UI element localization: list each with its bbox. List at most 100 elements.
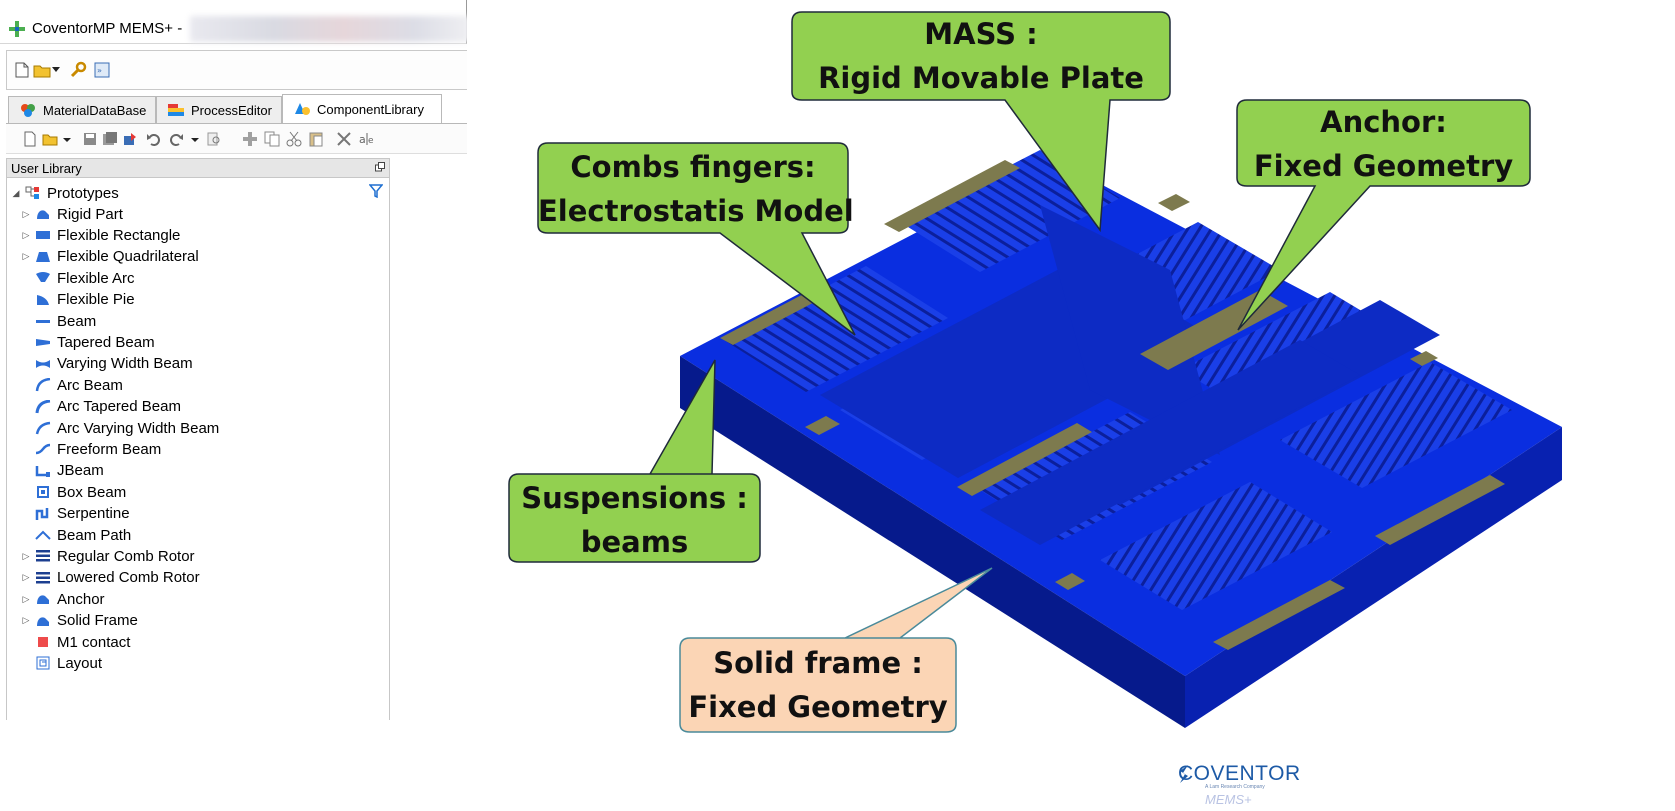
flexible-rectangle-icon [35,228,51,242]
tree-item-label: Arc Varying Width Beam [57,419,220,437]
tree-item[interactable]: Box Beam [21,481,126,503]
tree-item[interactable]: Flexible Pie [21,289,135,311]
beam-icon [35,314,51,328]
tree-item[interactable]: Flexible Arc [21,267,135,289]
mems-diagram: MASS : Rigid Movable Plate Anchor: Fixed… [480,0,1675,811]
open-icon[interactable] [42,131,58,147]
varying-width-beam-icon [35,357,51,371]
tree-item-label: Lowered Comb Rotor [57,569,200,587]
flexible-arc-icon [35,271,51,285]
console-icon[interactable]: » [93,61,111,79]
box-beam-icon [35,485,51,499]
tab-material-database[interactable]: MaterialDataBase [8,96,156,123]
flexible-quadrilateral-icon [35,250,51,264]
tree-item[interactable]: Arc Tapered Beam [21,396,181,418]
brand-name: COVENTOR [1178,762,1301,785]
tree-item-label: Tapered Beam [57,333,155,351]
material-database-icon [21,104,35,117]
tree-item[interactable]: ▷ Solid Frame [21,610,138,632]
expand-arrow-icon[interactable]: ▷ [22,208,30,219]
tree-item-label: Solid Frame [57,612,138,630]
callout-anchor [1236,99,1531,331]
tab-process-editor[interactable]: ProcessEditor [156,96,282,123]
expand-arrow-icon[interactable]: ▷ [22,593,30,604]
movable-mass [820,205,1440,545]
tree-item-label: Varying Width Beam [57,355,193,373]
tree-item[interactable]: ▷Regular Comb Rotor [21,545,195,567]
callout-combs-text: Combs fingers: Electrostatis Model [538,145,854,233]
tree-item[interactable]: Varying Width Beam [21,353,193,375]
copy-icon[interactable] [264,131,280,147]
tree-item-label: Flexible Quadrilateral [57,248,199,266]
expand-arrow-icon[interactable]: ▷ [22,251,30,262]
tree-item-label: Flexible Rectangle [57,226,181,244]
expand-arrow-icon[interactable]: ▷ [22,615,30,626]
delete-icon[interactable] [336,131,352,147]
callout-line: MASS : [924,17,1038,51]
expand-arrow-icon[interactable]: ▷ [22,229,30,240]
undo-icon[interactable] [146,131,162,147]
tree-item-label: Anchor [57,590,105,608]
open-folder-icon[interactable] [33,61,51,79]
tree-item[interactable]: ▷ Anchor [21,588,105,610]
save-icon[interactable] [82,131,98,147]
redo-icon[interactable] [168,131,184,147]
svg-text:e: e [368,136,374,146]
tree-root-prototypes[interactable]: ◢ Prototypes [11,182,119,204]
find-icon[interactable] [206,131,222,147]
tree-item[interactable]: Arc Varying Width Beam [21,417,219,439]
expand-arrow-icon[interactable]: ▷ [22,572,30,583]
tree-item[interactable]: Beam [21,310,96,332]
tree-item-label: Flexible Pie [57,291,135,309]
tree-item[interactable]: Serpentine [21,503,130,525]
serpentine-icon [35,507,51,521]
add-component-icon[interactable] [242,131,258,147]
tree-item[interactable]: Layout [21,652,102,674]
callout-mass-text: MASS : Rigid Movable Plate [792,12,1170,100]
open-dropdown-icon[interactable] [51,61,61,79]
tree-item[interactable]: M1 contact [21,631,130,653]
filter-icon[interactable] [369,184,383,198]
tree-item[interactable]: JBeam [21,460,104,482]
tree-item[interactable]: ▷ Lowered Comb Rotor [21,567,200,589]
export-icon[interactable] [122,131,138,147]
tree-item-label: Layout [57,654,103,672]
cut-icon[interactable] [286,131,302,147]
paste-icon[interactable] [308,131,324,147]
open-dropdown-icon[interactable] [62,131,72,147]
tree-item[interactable]: Tapered Beam [21,331,155,353]
m1-contact-icon [35,635,51,649]
app-window: CoventorMP MEMS+ - » MaterialDataBase Pr… [0,0,467,720]
new-file-icon[interactable] [13,61,31,79]
save-all-icon[interactable] [102,131,118,147]
restore-icon[interactable] [375,162,385,172]
new-icon[interactable] [22,131,38,147]
rigid-part-icon [35,207,51,221]
callout-frame [679,567,993,733]
editor-tabs: MaterialDataBase ProcessEditor Component… [6,94,467,124]
window-title: CoventorMP MEMS+ - [32,20,183,37]
tree-item-label: Rigid Part [57,205,123,223]
tree-item[interactable]: Freeform Beam [21,438,161,460]
redo-dropdown-icon[interactable] [190,131,200,147]
user-library-header: User Library [6,158,390,178]
wrench-icon[interactable] [69,61,87,79]
tab-component-library[interactable]: ComponentLibrary [282,94,442,123]
callout-line: Fixed Geometry [688,690,948,724]
brand-tagline: A Lam Research Company [1205,784,1265,790]
expand-arrow-icon[interactable]: ▷ [22,550,30,561]
expanded-arrow-icon[interactable]: ◢ [12,187,20,198]
flexible-pie-icon [35,293,51,307]
tree-item[interactable]: ▷ Flexible Rectangle [21,224,181,246]
tree-item[interactable]: ▷ Flexible Quadrilateral [21,246,199,268]
tree-item[interactable]: Arc Beam [21,374,123,396]
tree-item-label: Beam [57,312,97,330]
tab-label: ProcessEditor [191,102,272,118]
tree-item[interactable]: ▷ Rigid Part [21,203,123,225]
tree-item[interactable]: Beam Path [21,524,131,546]
tree-item-label: JBeam [57,462,104,480]
layout-icon [35,656,51,670]
callout-line: beams [580,525,689,559]
app-logo-icon [9,21,25,37]
